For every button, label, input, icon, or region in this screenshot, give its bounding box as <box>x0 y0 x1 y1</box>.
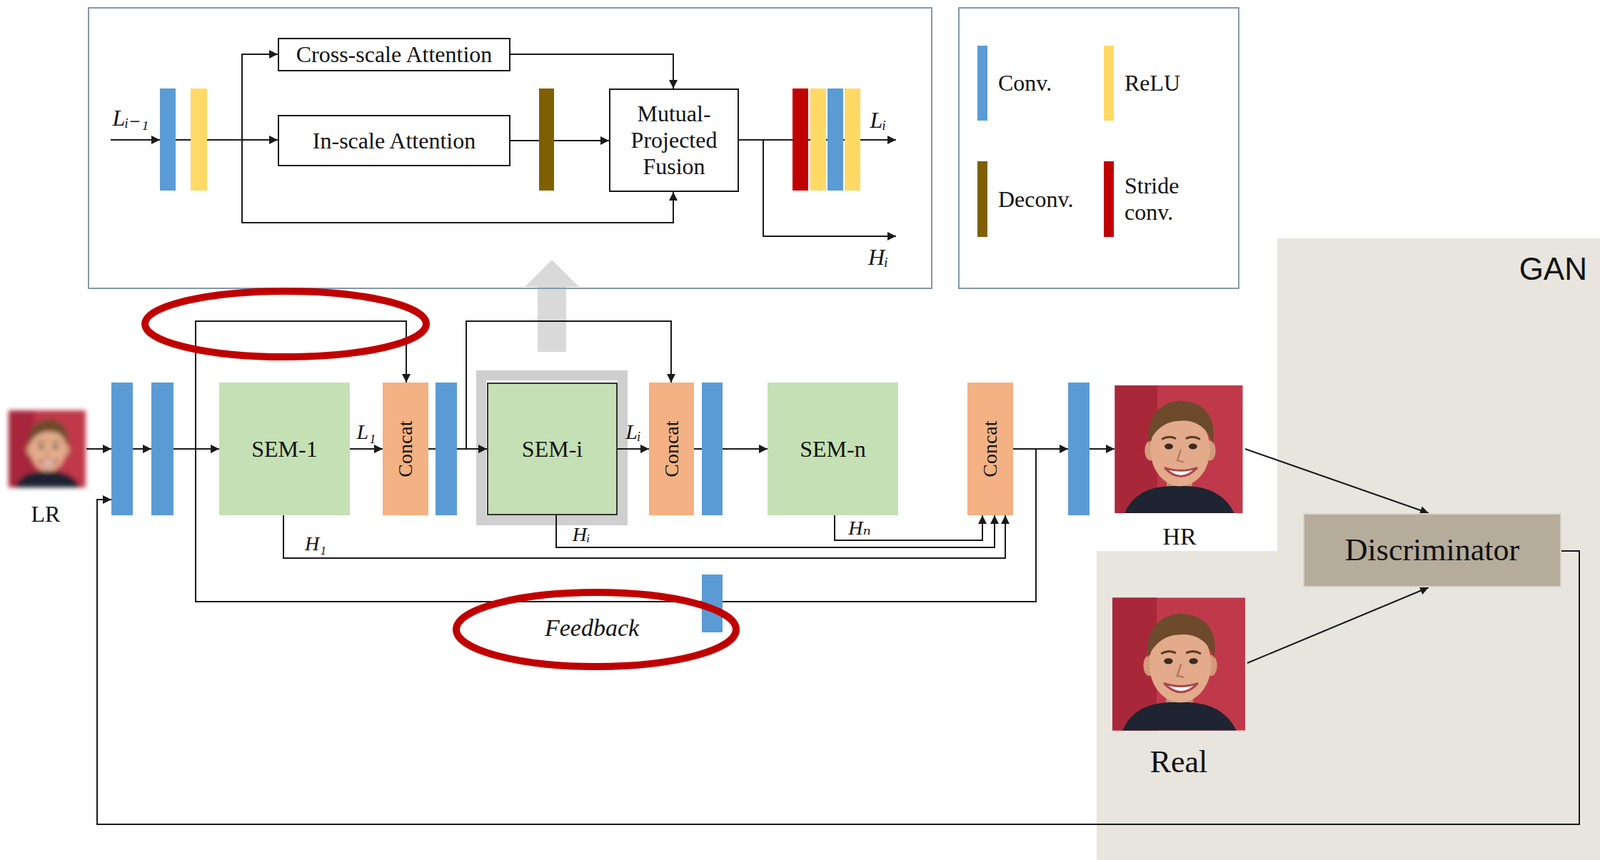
hr-image <box>1115 385 1244 514</box>
highlight-ellipse <box>456 592 737 667</box>
image-label: LR <box>31 502 61 526</box>
connector <box>510 54 674 89</box>
relu-bar <box>810 88 827 191</box>
edge-label: Lᵢ <box>625 421 641 443</box>
edge-label-holder: H₁ <box>304 534 327 555</box>
lr-image <box>8 410 86 488</box>
legend-item: Stride conv. <box>1103 161 1179 238</box>
connector <box>510 139 610 142</box>
legend-swatch <box>977 45 988 121</box>
highlight-frame <box>481 375 623 521</box>
attention-box: In-scale Attention <box>277 114 511 167</box>
legend-text: Stride conv. <box>1124 172 1179 226</box>
sem-block: SEM-1 <box>219 382 350 516</box>
signal-label: Hᵢ <box>868 245 889 269</box>
conv-bar <box>159 88 176 191</box>
node-label: In-scale Attention <box>312 127 476 155</box>
connector <box>349 448 383 450</box>
edge-label: Hᵢ <box>572 524 591 545</box>
edge-label: Feedback <box>544 616 640 641</box>
edge-label: H₁ <box>304 534 327 555</box>
legend-text: ReLU <box>1124 69 1181 97</box>
highlight-ellipse <box>144 291 427 357</box>
legend-item: Conv. <box>977 45 1052 121</box>
legend-item: Deconv. <box>977 161 1074 238</box>
label-holder: Lᵢ₋₁ <box>112 106 150 130</box>
relu-bar <box>190 88 208 191</box>
wire <box>242 54 278 140</box>
concat-block: Concat <box>382 382 429 516</box>
legend-frame <box>958 7 1239 289</box>
node-label: Mutual- Projected Fusion <box>624 100 724 180</box>
label-holder: Lᵢ <box>870 108 887 132</box>
node-label: SEM-n <box>799 436 866 463</box>
edge-label-holder: Feedback <box>544 616 640 641</box>
edge-label: L₁ <box>356 421 376 443</box>
edge-label: Hₙ <box>848 518 872 539</box>
signal-label: Lᵢ <box>870 108 887 132</box>
legend-text: Deconv. <box>998 186 1074 213</box>
zoom-arrow <box>524 259 580 352</box>
legend-swatch <box>1103 161 1114 238</box>
node-label: SEM-1 <box>251 436 318 463</box>
stride-conv-bar <box>792 88 809 191</box>
legend-text: Conv. <box>998 69 1052 97</box>
edge-label-holder: Hₙ <box>848 518 872 539</box>
node-label: Concat <box>659 420 683 477</box>
connector <box>556 515 995 548</box>
attention-box: Cross-scale Attention <box>277 37 511 72</box>
sem-block: SEM-n <box>767 382 899 516</box>
relu-bar <box>844 88 861 191</box>
label-holder: HR <box>1162 524 1196 550</box>
label-holder: Real <box>1150 746 1209 779</box>
wire <box>175 139 191 141</box>
sem-block: SEM-i <box>486 382 618 516</box>
deconv-bar <box>539 88 555 191</box>
connector <box>617 448 649 450</box>
label-holder: Hᵢ <box>868 245 889 269</box>
conv-bar <box>111 382 133 516</box>
image-label: Real <box>1150 746 1209 779</box>
concat-block: Concat <box>967 382 1014 516</box>
wire <box>1013 448 1069 450</box>
panel-title: GAN <box>1096 238 1600 288</box>
detail-frame <box>88 7 932 289</box>
node-label: Concat <box>394 420 417 477</box>
real-image <box>1112 598 1246 732</box>
edge-label-holder: Hᵢ <box>572 524 591 545</box>
concat-block: Concat <box>648 382 694 516</box>
panel-ground <box>1096 238 1600 860</box>
label-holder: LR <box>31 502 61 526</box>
legend-item: ReLU <box>1103 45 1181 121</box>
edge-label-holder: L₁ <box>356 421 376 443</box>
wire <box>1089 448 1115 450</box>
conv-bar <box>435 382 457 516</box>
node-label: Cross-scale Attention <box>296 41 493 68</box>
connector <box>195 321 1036 602</box>
legend-swatch <box>977 161 988 238</box>
wire <box>86 448 112 450</box>
wire <box>173 448 220 450</box>
node-label: Discriminator <box>1345 532 1520 570</box>
legend-swatch <box>1103 45 1114 121</box>
wire <box>110 139 160 141</box>
conv-bar <box>701 382 723 516</box>
conv-bar <box>151 382 174 516</box>
signal-label: Lᵢ₋₁ <box>112 106 150 130</box>
fusion-box: Mutual- Projected Fusion <box>609 88 739 193</box>
edge-label-holder: Lᵢ <box>625 421 641 443</box>
conv-bar <box>1068 382 1090 516</box>
conv-bar <box>827 88 844 191</box>
node-label: Concat <box>978 420 1002 477</box>
node-label: SEM-i <box>521 436 583 463</box>
wire <box>132 448 152 450</box>
wire <box>860 139 897 141</box>
image-label: HR <box>1162 524 1196 550</box>
connector <box>834 515 983 541</box>
connector <box>283 515 1006 559</box>
discriminator-box: Discriminator <box>1302 513 1562 588</box>
